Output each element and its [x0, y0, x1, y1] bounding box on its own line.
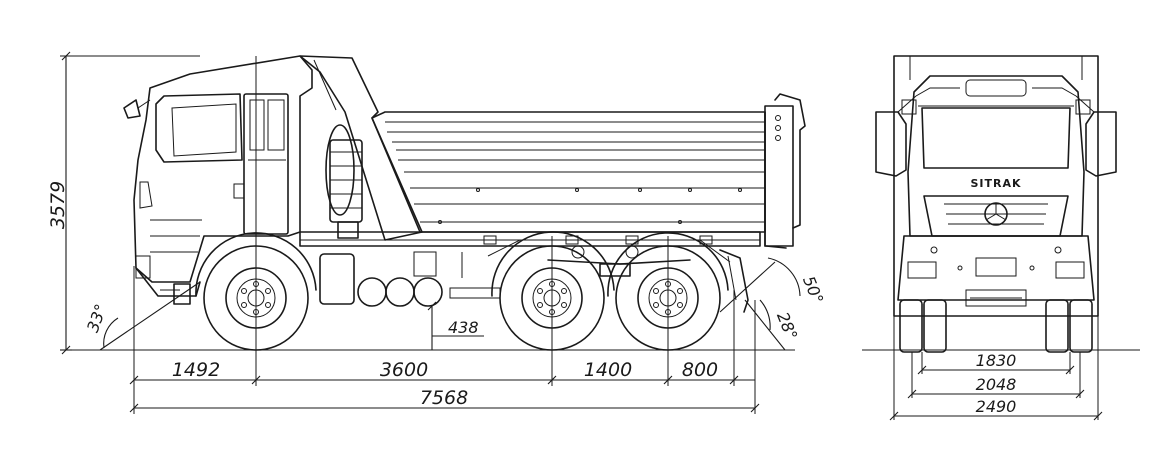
- front-grille: [923, 195, 1069, 237]
- overall-length-label: 7568: [420, 387, 468, 409]
- overall-width-label: 2490: [976, 397, 1017, 416]
- fuel-air-tanks: [319, 251, 501, 307]
- wheelbase-1-label: 3600: [380, 359, 428, 381]
- front-body-outline: [893, 55, 1099, 317]
- ground-clearance-label: 438: [448, 318, 479, 337]
- overall-width-dimension: [889, 411, 1103, 421]
- track-1-dimension: [917, 365, 1075, 375]
- front-bumper: [135, 267, 201, 305]
- overall-length-dimension: [129, 403, 760, 413]
- front-left-tires: [899, 299, 947, 353]
- front-bumper-face: [897, 235, 1095, 307]
- ground-clearance-dimension: [427, 301, 484, 350]
- height-dimension: [60, 51, 200, 355]
- departure-angle-label: 50°: [799, 273, 827, 306]
- track-1-label: 1830: [976, 351, 1017, 370]
- rear-wheel-1: [491, 231, 615, 351]
- front-right-tires: [1045, 299, 1093, 353]
- track-2-dimension: [907, 389, 1085, 399]
- length-dimensions-row: [129, 375, 755, 385]
- front-cab: SITRAK: [907, 75, 1085, 237]
- body-headboard: [299, 55, 423, 241]
- front-overhang-label: 1492: [172, 359, 220, 381]
- cab-ladder: [325, 124, 363, 239]
- approach-angle: [99, 281, 201, 351]
- height-label: 3579: [47, 181, 69, 229]
- dump-body: [371, 93, 806, 249]
- rear-mudguard: [719, 249, 749, 313]
- departure-angle: [719, 257, 801, 313]
- rear-overhang-label: 800: [682, 359, 718, 381]
- track-2-label: 2048: [976, 375, 1017, 394]
- ramp-angle: [744, 299, 786, 351]
- side-view: 3579: [47, 51, 827, 414]
- brand-label: SITRAK: [970, 177, 1021, 190]
- wheelbase-2-label: 1400: [584, 359, 632, 381]
- right-mirror: [1075, 95, 1117, 177]
- chassis-frame: [299, 231, 761, 277]
- left-mirror: [875, 95, 917, 177]
- ramp-angle-label: 28°: [773, 309, 801, 342]
- front-view: SITRAK: [862, 55, 1140, 421]
- truck-cab: [123, 55, 313, 283]
